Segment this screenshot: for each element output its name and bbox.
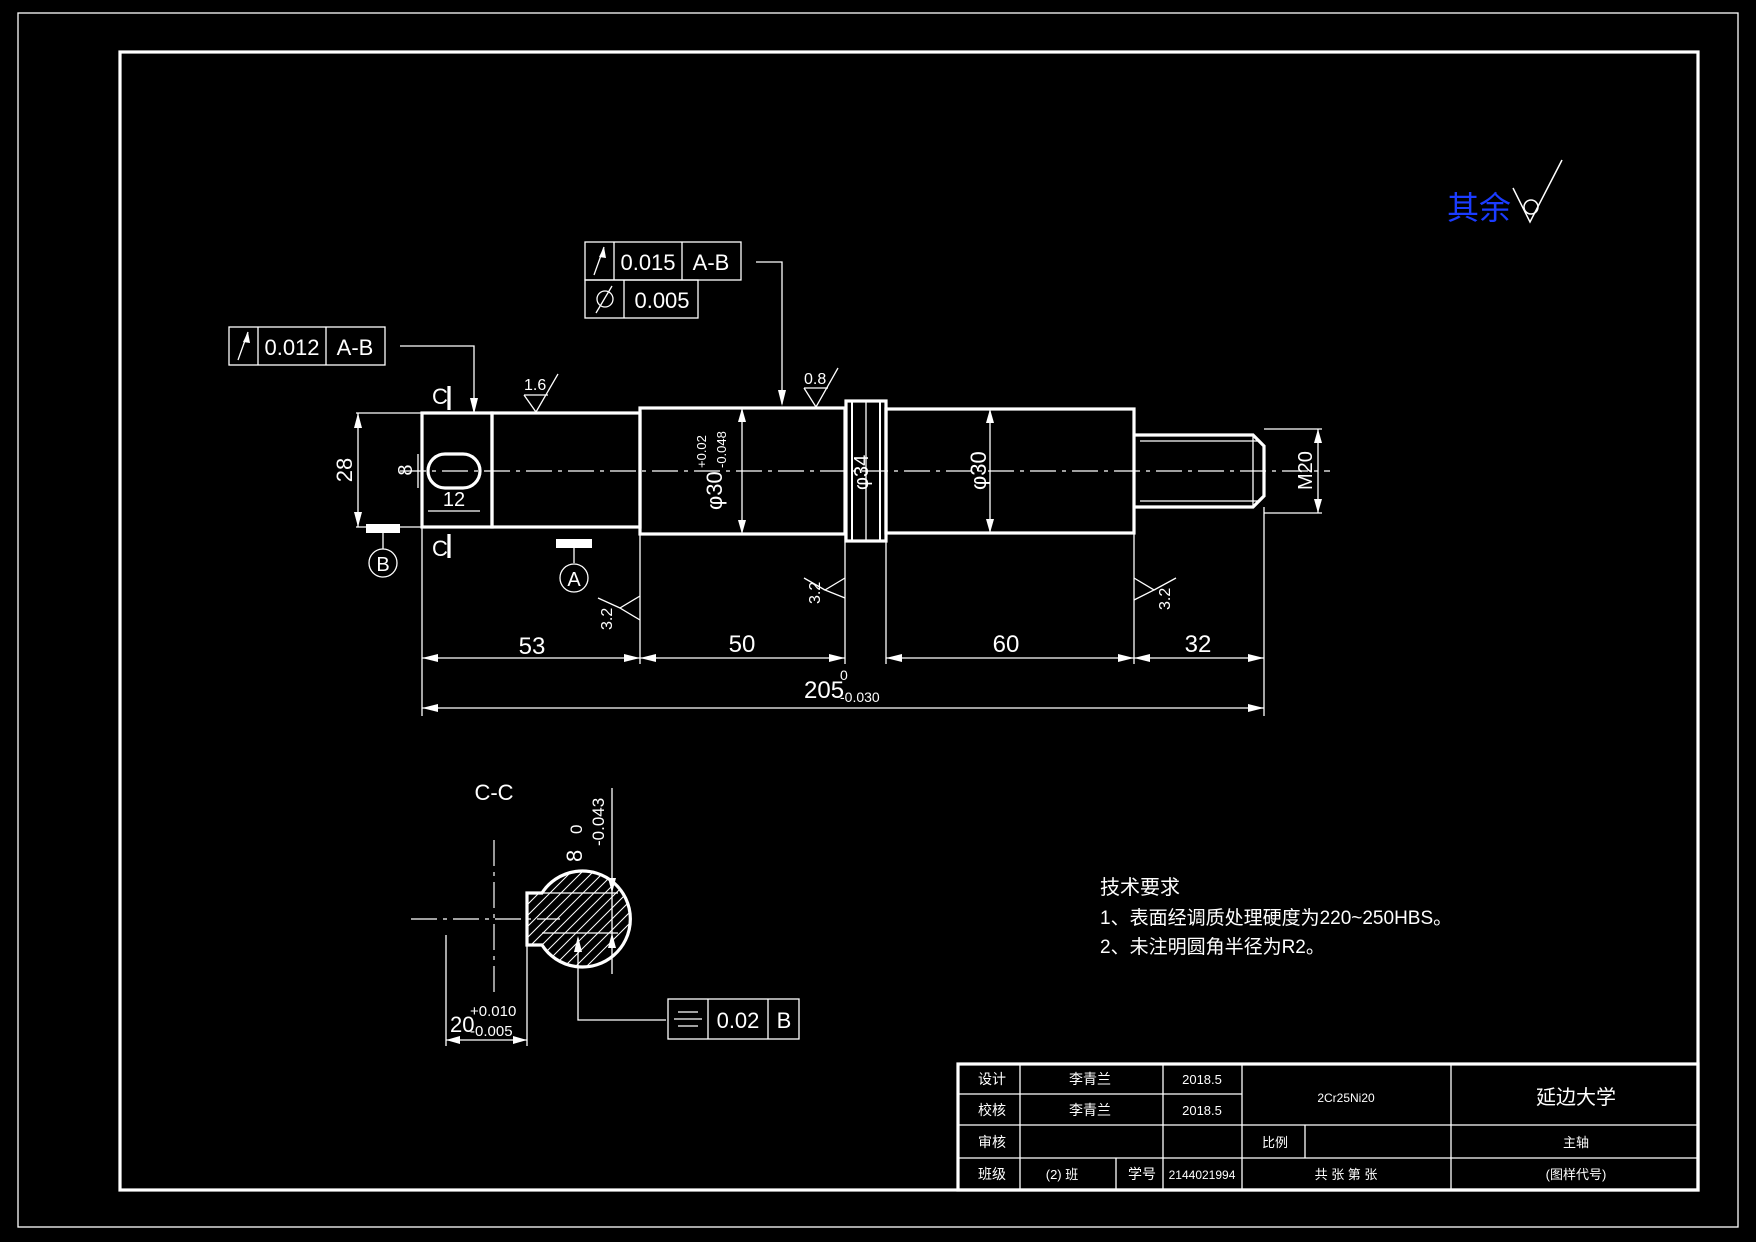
tech-line-2: 2、未注明圆角半径为R2。 [1100,936,1325,958]
roughness-1-value: 1.6 [524,377,546,394]
dim-thread: M20 [1295,451,1317,490]
shaft-view: C C 28 8 12 φ30 +0.02 -0.048 φ34 φ30 [228,241,1330,716]
section-title: C-C [474,780,513,805]
runout-icon [237,331,250,361]
title-block: 设计 李青兰 2018.5 校核 李青兰 2018.5 审核 班级 (2) 班 … [956,1062,1700,1192]
hatch-line [527,870,628,968]
tb-design-name: 李青兰 [1069,1071,1111,1087]
keyway-slot [426,452,482,490]
hatch-line [550,870,631,968]
gdt-1-tolerance: 0.012 [264,335,319,360]
datum-b-label: B [376,554,389,576]
dim-length-53: 53 [519,633,546,660]
tech-heading: 技术要求 [1100,876,1180,899]
roughness-1: 1.6 [523,373,559,414]
section-depth: 20 [450,1012,474,1037]
datum-a-bar [556,539,592,548]
gdt-4-tolerance: 0.02 [717,1008,760,1033]
dim-keyway-12: 12 [443,489,465,511]
symmetry-icon [674,1011,702,1027]
datum-a-circle [559,563,589,593]
tb-class-label: 班级 [978,1166,1006,1182]
dim-height-28: 28 [332,458,357,482]
dim-dia-30-tol: φ30 [702,471,727,510]
tb-drawing-no: (图样代号) [1546,1167,1607,1182]
gdt-frame-1: 0.012 A-B [228,326,478,414]
cylindricity-icon [595,285,614,314]
shaft-section-4 [884,407,1136,535]
tb-check-date: 2018.5 [1182,1103,1222,1118]
roughness-2-value: 0.8 [804,371,826,388]
datum-b-circle [368,548,398,578]
datum-a-label: A [567,569,581,591]
datum-b-bar [366,524,400,533]
gdt-3-tolerance: 0.005 [634,288,689,313]
roughness-5-value: 3.2 [1157,588,1174,610]
dim-total-lower: -0.030 [840,689,880,705]
dim-dia-30-upper: +0.02 [694,435,709,468]
tb-part-name: 主轴 [1563,1135,1589,1150]
gdt-2-tolerance: 0.015 [620,250,675,275]
dim-length-60: 60 [993,631,1020,658]
tb-id-label: 学号 [1128,1166,1156,1182]
gdt-frame-4: 0.02 B [667,998,800,1040]
hatch-line [527,870,584,968]
tech-line-1: 1、表面经调质处理硬度为220~250HBS。 [1100,907,1452,929]
dim-keyway-8: 8 [395,464,417,475]
dim-total: 205 [804,677,844,704]
section-mark-top: C [432,384,448,409]
general-roughness-label: 其余 [1447,190,1511,226]
dim-dia-34: φ34 [851,455,873,490]
tb-design-date: 2018.5 [1182,1072,1222,1087]
roughness-5: 3.2 [1133,577,1177,610]
gdt-1-datum: A-B [337,335,374,360]
hatch-line [527,870,595,968]
gdt-4-datum: B [777,1008,792,1033]
general-roughness-note: 其余 [1447,159,1563,226]
gdt-2-datum: A-B [693,250,730,275]
hatch-line [527,870,617,968]
section-depth-upper: +0.010 [470,1003,516,1020]
tb-design-label: 设计 [978,1071,1006,1087]
tb-material: 2Cr25Ni20 [1317,1091,1375,1105]
hatch-line [572,870,631,968]
roughness-3: 3.2 [597,595,641,630]
tb-check-label: 校核 [978,1102,1006,1118]
tb-school: 延边大学 [1536,1086,1616,1109]
tb-scale-label: 比例 [1262,1135,1288,1150]
hatch-line [561,870,631,968]
dim-dia-30: φ30 [966,451,991,490]
tech-requirements: 技术要求 1、表面经调质处理硬度为220~250HBS。 2、未注明圆角半径为R… [1100,876,1452,958]
roughness-4: 3.2 [803,577,846,604]
section-mark-bottom: C [432,536,448,561]
roughness-2: 0.8 [803,367,839,409]
section-key-width: 8 [562,850,587,862]
runout-icon [593,246,606,276]
section-key-upper: 0 [567,825,586,834]
dim-length-50: 50 [729,631,756,658]
tb-check-name: 李青兰 [1069,1102,1111,1118]
gdt-frame-3: 0.005 [584,279,699,319]
roughness-4-value: 3.2 [807,582,824,604]
section-depth-lower: -0.005 [470,1023,513,1040]
inner-frame [118,50,1700,1192]
shaft-thread-section [1134,433,1266,509]
roughness-3-value: 3.2 [599,608,616,630]
tb-id-value: 2144021994 [1169,1168,1236,1182]
section-profile [525,869,632,969]
roughness-check-icon [1512,159,1563,224]
section-key-lower: -0.043 [589,798,608,846]
outer-frame [17,12,1739,1228]
tb-audit-label: 审核 [978,1134,1006,1150]
tb-sheets: 共 张 第 张 [1315,1167,1378,1182]
dim-length-32: 32 [1185,631,1212,658]
dim-dia-30-lower: -0.048 [714,431,729,468]
dim-total-upper: 0 [840,667,848,683]
tb-class-value: (2) 班 [1046,1167,1079,1182]
gdt-frame-2: 0.015 A-B [584,241,786,406]
hatch-line [527,870,606,968]
